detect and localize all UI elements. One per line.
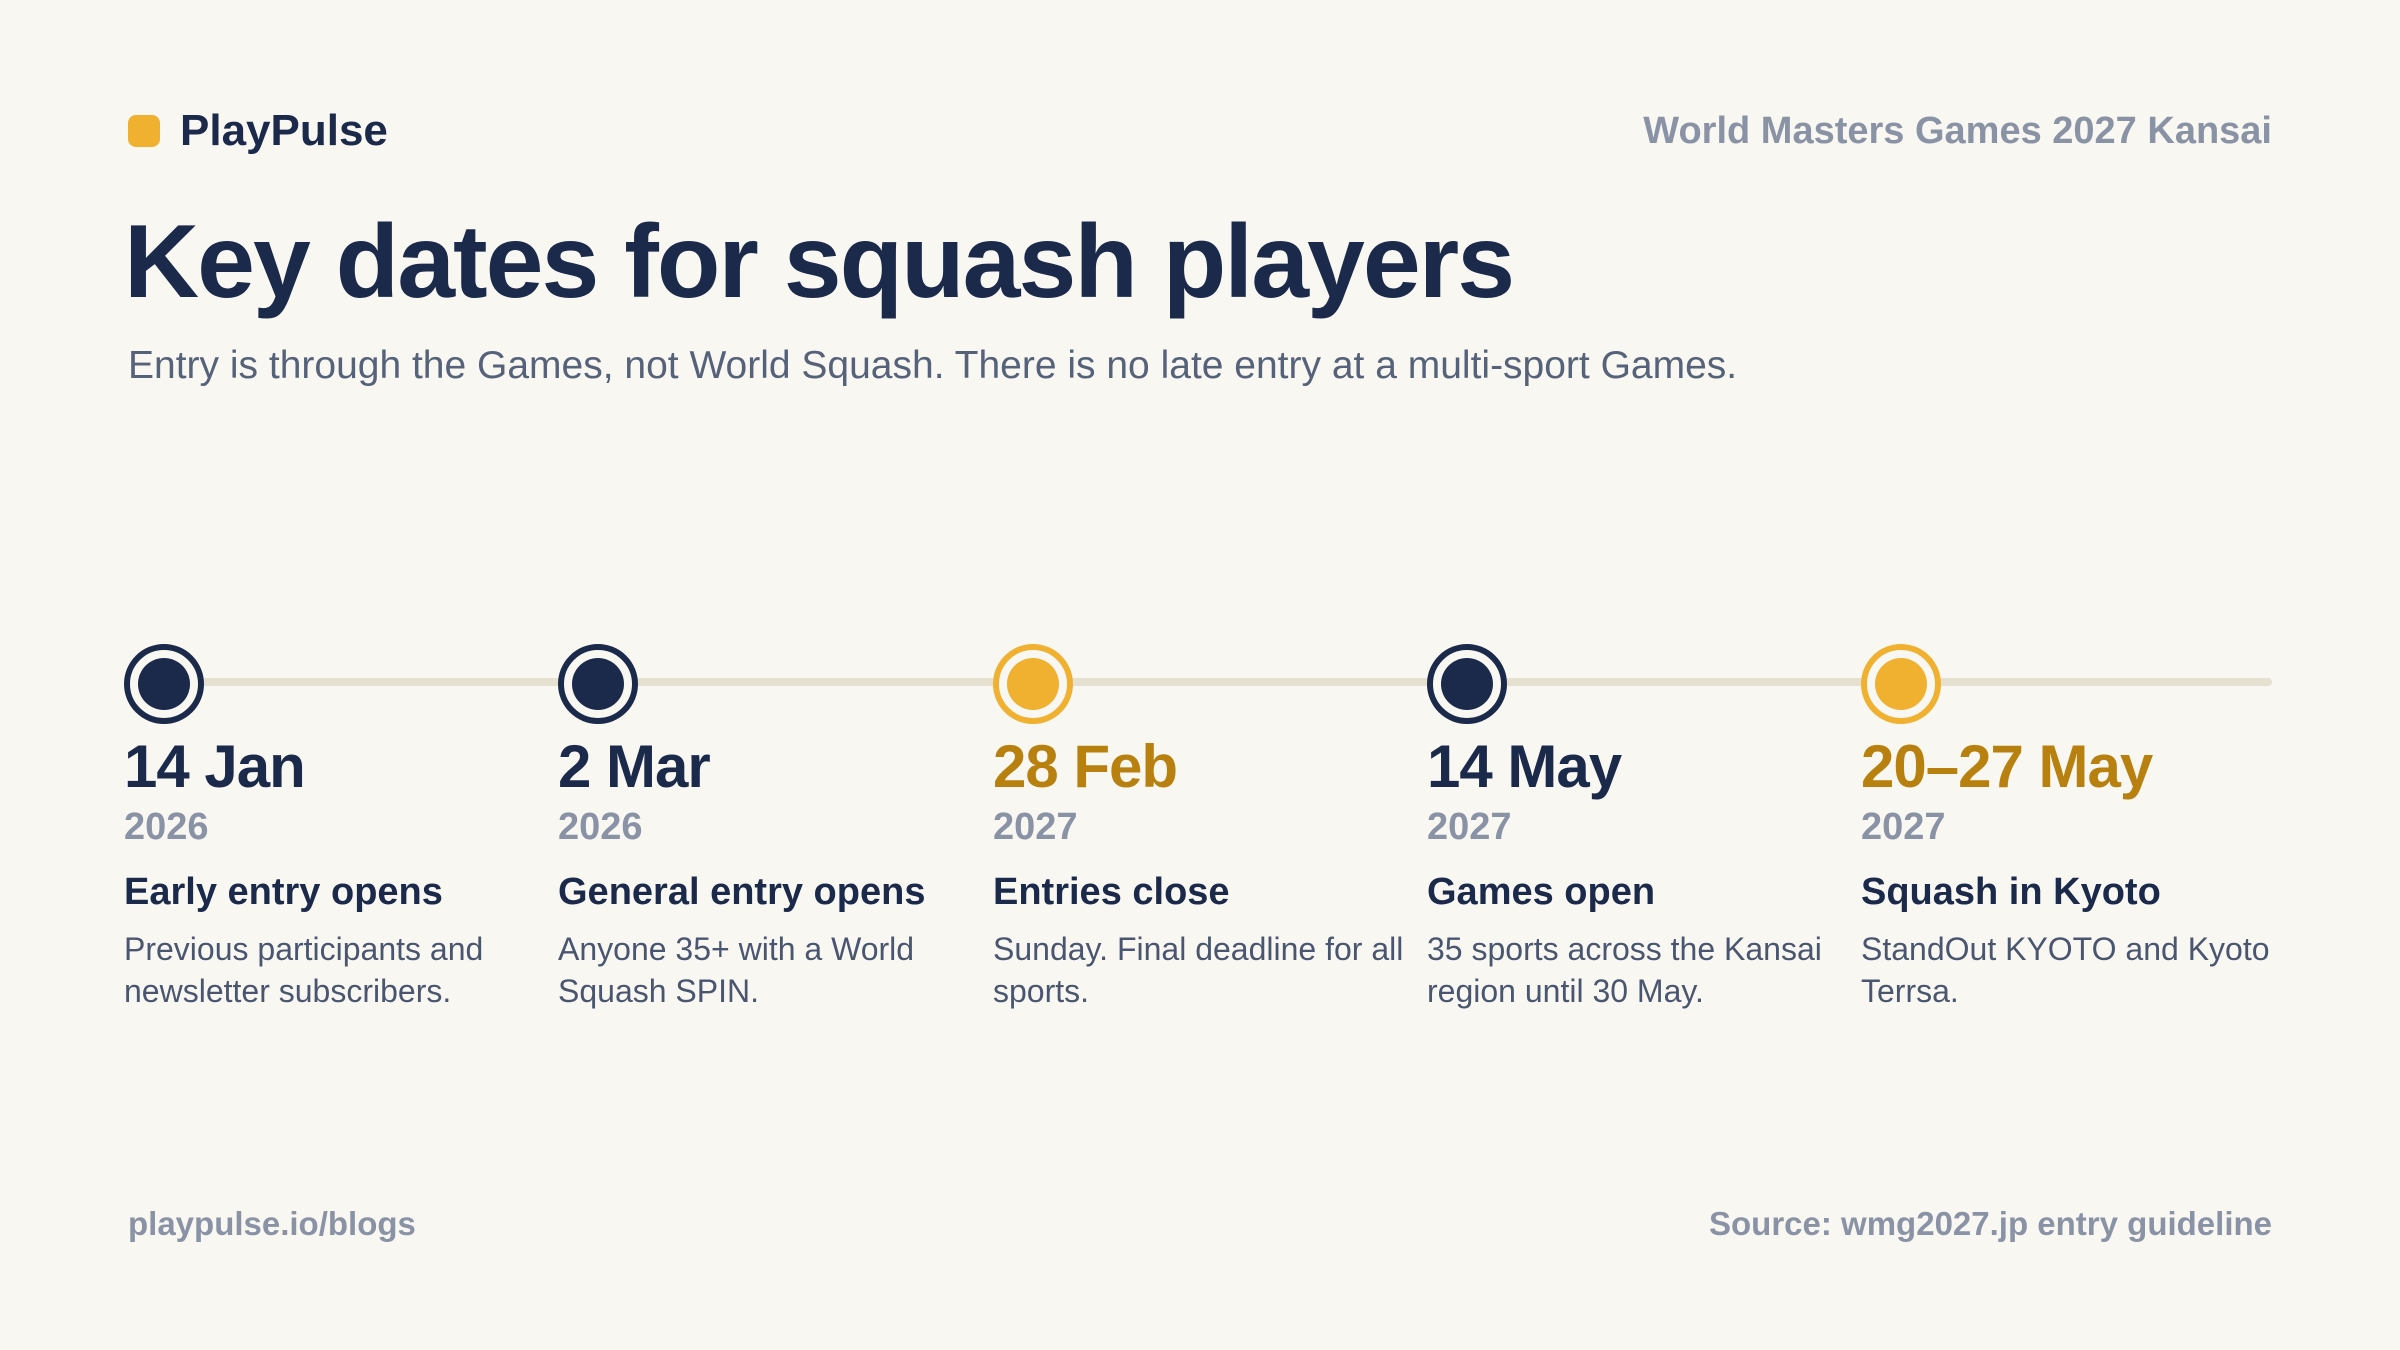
milestone-year: 2027	[993, 806, 1078, 848]
milestone-year: 2027	[1861, 806, 1946, 848]
milestone-marker-icon	[124, 644, 204, 724]
milestone-description: 35 sports across the Kansai region until…	[1427, 931, 1822, 1009]
timeline-track	[160, 678, 2272, 686]
milestone-date: 2 Mar	[558, 733, 711, 800]
milestone-description: Previous participants and newsletter sub…	[124, 931, 484, 1009]
milestone-marker-icon	[993, 644, 1073, 724]
milestone-description: Anyone 35+ with a World Squash SPIN.	[558, 931, 915, 1009]
milestone-date: 14 May	[1427, 733, 1622, 800]
timeline-milestone: 14 Jan 2026 Early entry opens Previous p…	[124, 644, 544, 1012]
milestone-marker-icon	[558, 644, 638, 724]
footer-link[interactable]: playpulse.io/blogs	[128, 1205, 416, 1242]
milestone-title: Early entry opens	[124, 871, 443, 913]
brand-name: PlayPulse	[180, 106, 388, 155]
milestone-marker-icon	[1427, 644, 1507, 724]
milestone-date: 14 Jan	[124, 733, 306, 800]
timeline-milestone: 28 Feb 2027 Entries close Sunday. Final …	[993, 644, 1413, 1012]
brand[interactable]: PlayPulse	[128, 106, 388, 156]
milestone-year: 2026	[124, 806, 209, 848]
milestone-title: Squash in Kyoto	[1861, 871, 2161, 913]
timeline-milestone: 14 May 2027 Games open 35 sports across …	[1427, 644, 1847, 1012]
milestone-marker-icon	[1861, 644, 1941, 724]
milestone-year: 2027	[1427, 806, 1512, 848]
milestone-date: 28 Feb	[993, 733, 1178, 800]
brand-logo-icon	[128, 115, 160, 147]
footer: playpulse.io/blogs Source: wmg2027.jp en…	[128, 1205, 2272, 1243]
milestone-description: Sunday. Final deadline for all sports.	[993, 931, 1404, 1009]
page-subtitle: Entry is through the Games, not World Sq…	[128, 344, 1738, 387]
timeline-milestone: 20–27 May 2027 Squash in Kyoto StandOut …	[1861, 644, 2281, 1012]
timeline-milestone: 2 Mar 2026 General entry opens Anyone 35…	[558, 644, 978, 1012]
event-name: World Masters Games 2027 Kansai	[1643, 109, 2272, 152]
milestone-title: General entry opens	[558, 871, 926, 913]
milestone-description: StandOut KYOTO and Kyoto Terrsa.	[1861, 931, 2270, 1009]
header: PlayPulse World Masters Games 2027 Kansa…	[128, 106, 2272, 156]
footer-source: Source: wmg2027.jp entry guideline	[1709, 1205, 2272, 1242]
milestone-year: 2026	[558, 806, 643, 848]
milestone-title: Entries close	[993, 871, 1230, 913]
milestone-title: Games open	[1427, 871, 1656, 913]
page-title: Key dates for squash players	[124, 204, 1515, 320]
milestone-date: 20–27 May	[1861, 733, 2153, 800]
